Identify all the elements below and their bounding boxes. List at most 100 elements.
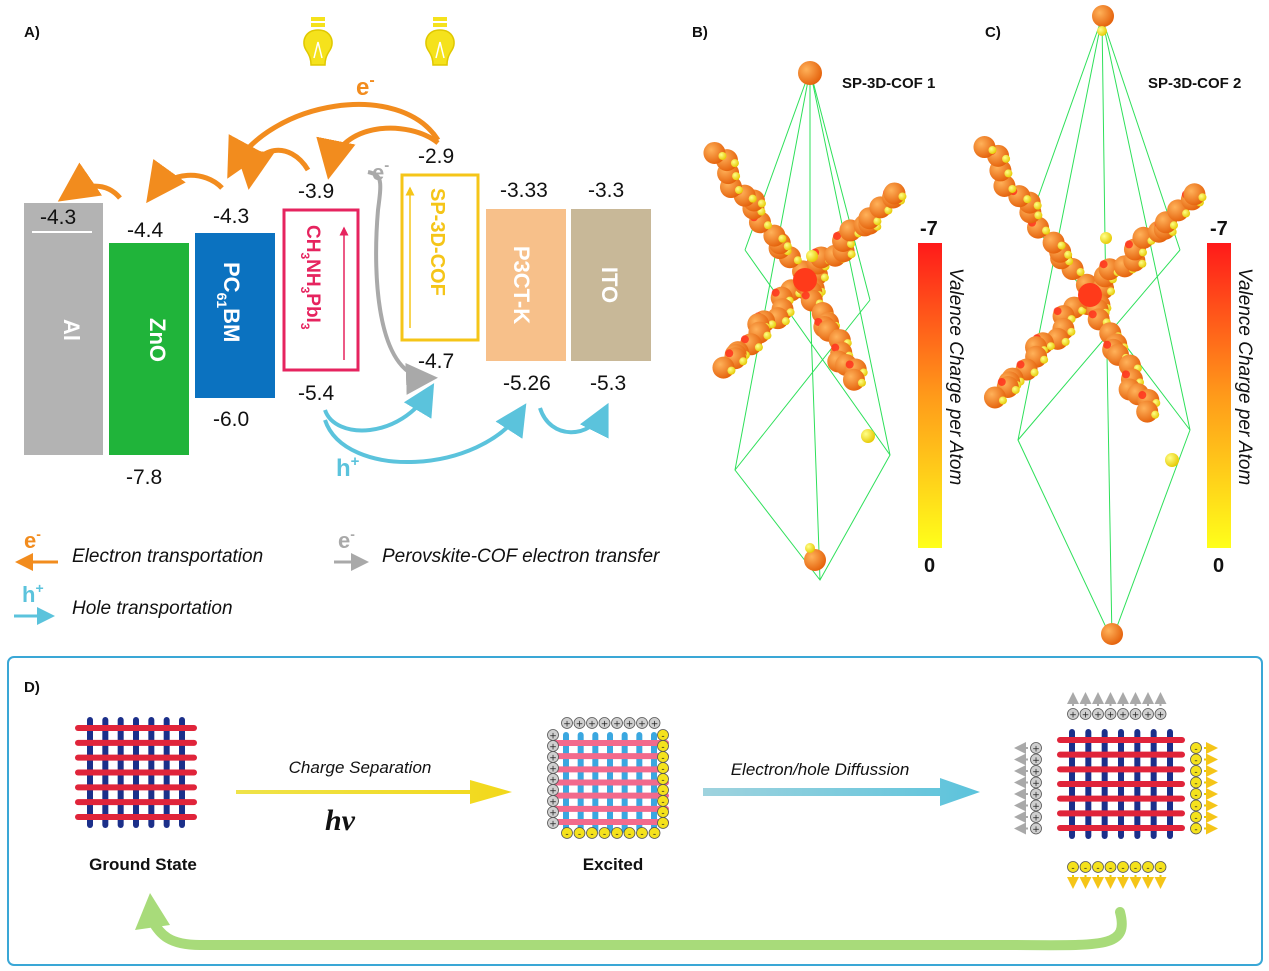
svg-text:+: +	[1082, 711, 1090, 721]
svg-text:-: -	[661, 732, 664, 742]
cof2-title: SP-3D-COF 2	[1148, 75, 1241, 92]
svg-text:+: +	[549, 732, 557, 742]
colorbar-c-label: Valence Charge per Atom	[1234, 268, 1255, 485]
perovskite-layer	[282, 208, 360, 372]
p3ct-layer	[486, 209, 566, 361]
svg-text:+: +	[613, 720, 621, 730]
svg-text:+: +	[1069, 711, 1077, 721]
zno-name: ZnO	[145, 318, 170, 362]
cof-lumo: -2.9	[418, 145, 454, 168]
svg-text:+: +	[1132, 711, 1140, 721]
svg-text:+: +	[588, 720, 596, 730]
light-bulb-icon	[303, 17, 333, 66]
svg-text:+: +	[549, 798, 557, 808]
svg-text:+: +	[1144, 711, 1152, 721]
svg-text:+: +	[549, 776, 557, 786]
svg-text:+: +	[549, 787, 557, 797]
svg-text:-: -	[1194, 745, 1197, 755]
svg-text:-: -	[1194, 802, 1197, 812]
legend-transfer-symbol: e-	[338, 526, 355, 553]
svg-text:-: -	[640, 830, 643, 840]
svg-text:-: -	[661, 776, 664, 786]
electron-label-grey: e-	[372, 157, 389, 185]
ground-state-label: Ground State	[89, 855, 197, 874]
cof2-molecule	[973, 5, 1207, 645]
legend-transfer-text: Perovskite-COF electron transfer	[382, 546, 660, 567]
zno-layer	[109, 243, 189, 455]
svg-text:-: -	[661, 765, 664, 775]
colorbar-b	[918, 243, 942, 548]
panel-a-label: A)	[24, 24, 40, 41]
colorbar-b-label: Valence Charge per Atom	[945, 268, 966, 485]
svg-text:-: -	[1159, 864, 1162, 874]
svg-text:+: +	[601, 720, 609, 730]
svg-text:-: -	[1071, 864, 1074, 874]
ito-name: ITO	[597, 267, 622, 303]
svg-text:-: -	[661, 798, 664, 808]
svg-text:+: +	[1032, 814, 1040, 824]
charge-separation-label: Charge Separation	[289, 758, 432, 777]
colorbar-c-min: 0	[1213, 555, 1224, 577]
svg-text:-: -	[1134, 864, 1137, 874]
perovskite-lumo: -3.9	[298, 180, 334, 203]
return-arrow	[147, 907, 1127, 951]
svg-text:+: +	[1032, 745, 1040, 755]
al-name: Al	[59, 319, 84, 341]
electron-arrows	[57, 101, 441, 204]
svg-text:+: +	[638, 720, 646, 730]
ito-lumo: -3.3	[588, 179, 624, 202]
svg-text:+: +	[626, 720, 634, 730]
colorbar-b-min: 0	[924, 555, 935, 577]
transfer-arrow	[367, 170, 438, 395]
al-lumo: -4.3	[40, 206, 76, 229]
svg-text:-: -	[1194, 825, 1197, 835]
colorbar-b-max: -7	[920, 218, 938, 240]
svg-text:+: +	[549, 765, 557, 775]
diffused-lattice: ++++++++++++++++----------------	[1014, 692, 1218, 889]
svg-text:-: -	[1194, 814, 1197, 824]
hole-arrows	[323, 383, 609, 465]
svg-text:-: -	[565, 830, 568, 840]
hole-label: h+	[336, 453, 360, 482]
al-layer	[24, 203, 103, 455]
p3ct-name: P3CT-K	[509, 246, 534, 324]
svg-text:-: -	[1121, 864, 1124, 874]
svg-text:-: -	[1194, 756, 1197, 766]
svg-text:-: -	[1109, 864, 1112, 874]
svg-text:+: +	[576, 720, 584, 730]
svg-text:+: +	[1107, 711, 1115, 721]
pcbm-lumo: -4.3	[213, 205, 249, 228]
svg-text:+: +	[549, 754, 557, 764]
cof-layer	[400, 173, 480, 342]
svg-text:+: +	[1032, 802, 1040, 812]
svg-text:+: +	[1157, 711, 1165, 721]
svg-text:-: -	[1194, 791, 1197, 801]
p3ct-homo: -5.26	[503, 372, 551, 395]
svg-text:-: -	[1146, 864, 1149, 874]
svg-text:+: +	[1032, 768, 1040, 778]
panel-d-label: D)	[24, 679, 40, 696]
zno-homo: -7.8	[126, 466, 162, 489]
charge-separation-arrow	[236, 780, 512, 804]
panel-b-label: B)	[692, 24, 708, 41]
zno-lumo: -4.4	[127, 219, 164, 242]
legend: e- Electron transportation e- Perovskite…	[14, 526, 660, 625]
diffusion-arrow	[703, 778, 980, 806]
svg-text:-: -	[661, 787, 664, 797]
panel-d-frame	[7, 656, 1263, 966]
svg-text:+: +	[549, 820, 557, 830]
svg-text:+: +	[651, 720, 659, 730]
panel-c-label: C)	[985, 24, 1001, 41]
cof1-title: SP-3D-COF 1	[842, 75, 935, 92]
svg-text:-: -	[628, 830, 631, 840]
svg-text:+: +	[1119, 711, 1127, 721]
svg-text:+: +	[1032, 825, 1040, 835]
colorbar-c	[1207, 243, 1231, 548]
svg-text:-: -	[1194, 779, 1197, 789]
perovskite-homo: -5.4	[298, 382, 335, 405]
legend-electron-text: Electron transportation	[72, 546, 263, 567]
electron-label-top: e-	[356, 72, 375, 101]
pcbm-name: PC61BM	[214, 262, 244, 342]
pcbm-homo: -6.0	[213, 408, 249, 431]
diffusion-label: Electron/hole Diffussion	[731, 760, 910, 779]
